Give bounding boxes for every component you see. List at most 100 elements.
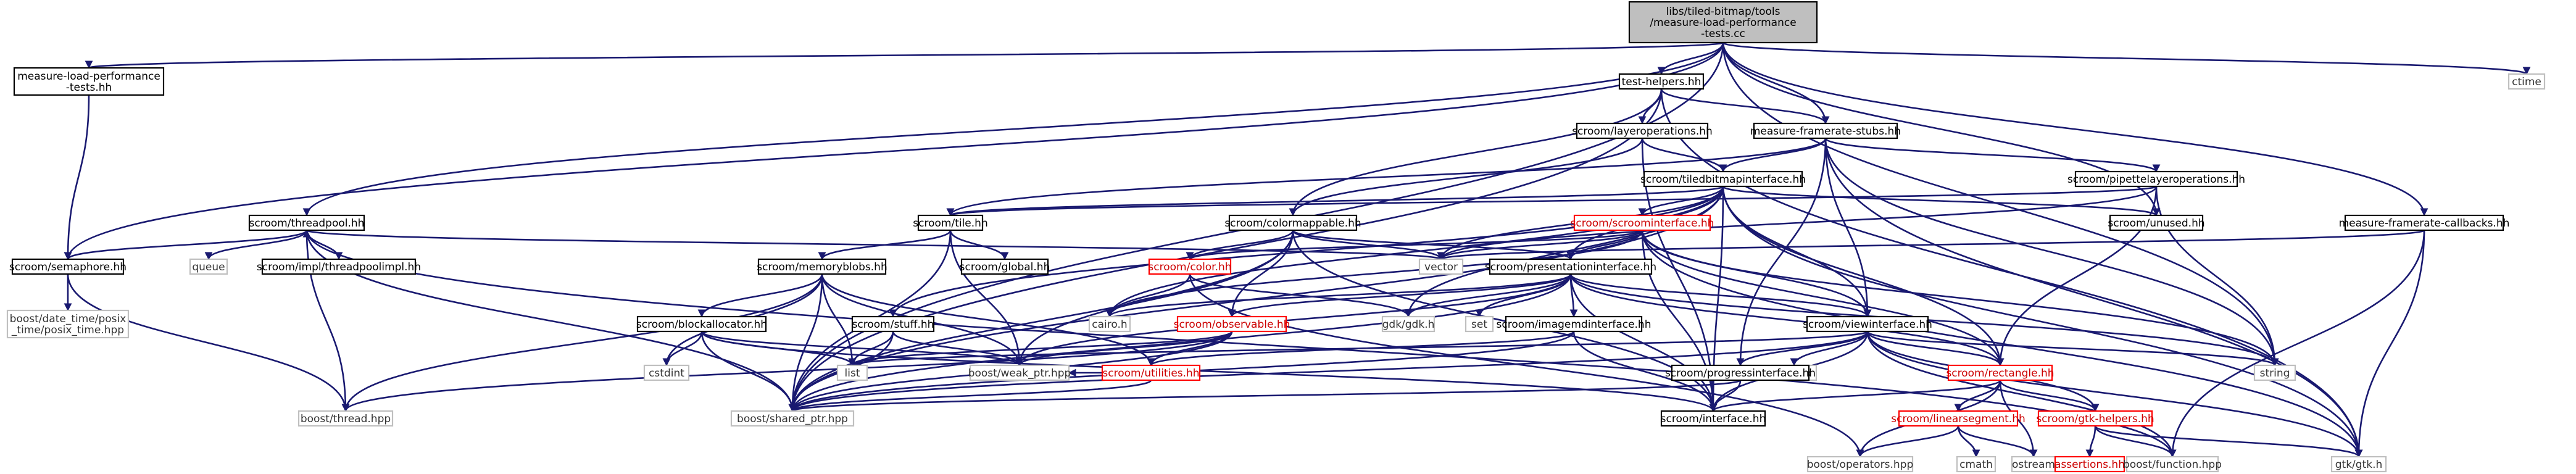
node-box-vector [1418, 258, 1464, 275]
node-tile[interactable]: scroom/tile.hh [913, 214, 988, 231]
node-cmath: cmath [1956, 455, 1996, 473]
node-memblobs[interactable]: scroom/memoryblobs.hh [757, 258, 887, 275]
node-label-linseg: scroom/linearsegment.hh [1891, 413, 2025, 425]
edges-layer [64, 41, 2530, 458]
node-rectangle[interactable]: scroom/rectangle.hh [1946, 364, 2055, 381]
node-presif[interactable]: scroom/presentationinterface.hh [1485, 258, 1656, 275]
edge-mfs-to-gtk [1824, 138, 2363, 458]
node-label-viewif: scroom/viewinterface.hh [1803, 318, 1932, 331]
node-box-unused [2109, 214, 2204, 231]
edge-colormappable-to-observable [1228, 230, 1294, 318]
edge-threadpool-to-vector [305, 229, 1445, 260]
node-weakptr: boost/weak_ptr.hpp [968, 364, 1071, 381]
node-label-list: list [845, 367, 860, 380]
node-stuff[interactable]: scroom/stuff.hh [851, 315, 935, 333]
edge-viewif-to-function [1866, 331, 2177, 458]
node-label-scroomif: scroom/scroominterface.hh [1571, 217, 1714, 230]
node-label-sharedptr: boost/shared_ptr.hpp [737, 413, 848, 425]
edge-viewif-to-string [1866, 330, 2279, 367]
node-progressif[interactable]: scroom/progressinterface.hh [1665, 364, 1816, 381]
node-cairo: cairo.h [1088, 315, 1131, 333]
edge-blockalloc-to-interface [700, 331, 1718, 412]
node-label-cairo: cairo.h [1092, 318, 1127, 331]
node-mfs[interactable]: measure-framerate-stubs.hh [1750, 122, 1901, 139]
node-operators: boost/operators.hpp [1807, 455, 1913, 473]
edge-tpimpl-to-threadpool [302, 229, 340, 260]
node-linseg[interactable]: scroom/linearsegment.hh [1891, 410, 2025, 427]
node-mfc[interactable]: measure-framerate-callbacks.hh [2339, 214, 2510, 231]
node-box-gtkhelpers [2037, 410, 2153, 427]
edge-memblobs-to-blockalloc [697, 273, 823, 318]
node-cstdint: cstdint [643, 364, 690, 381]
edge-viewif-to-list [849, 330, 1869, 367]
node-box-queue [189, 258, 228, 275]
edge-scroomif-to-string [1641, 230, 2279, 367]
node-threadpool[interactable]: scroom/threadpool.hh [248, 214, 365, 231]
edge-tbi-to-cairo [1105, 186, 1724, 318]
node-box-rectangle [1947, 364, 2053, 381]
node-label-mlpt: measure-load-performance-tests.hh [17, 70, 160, 94]
node-box-ctime [2507, 73, 2546, 90]
edge-colormappable-to-color [1186, 230, 1294, 260]
edge-progressif-to-sharedptr [789, 379, 1742, 412]
node-scroomif[interactable]: scroom/scroominterface.hh [1571, 214, 1714, 231]
edge-progressif-to-interface [1709, 380, 1742, 412]
node-box-viewif [1806, 315, 1929, 333]
node-box-imagemd [1505, 315, 1643, 333]
node-th[interactable]: test-helpers.hh [1618, 73, 1705, 90]
node-label-vector: vector [1424, 261, 1458, 273]
node-label-mfc: measure-framerate-callbacks.hh [2339, 217, 2510, 230]
node-box-set [1465, 315, 1494, 333]
node-pipette[interactable]: scroom/pipettelayeroperations.hh [2067, 170, 2245, 188]
edge-mfs-to-string [1824, 138, 2279, 367]
edge-mfs-to-tile [946, 138, 1827, 217]
edge-presif-to-rectangle [1569, 273, 2005, 367]
node-label-interface: scroom/interface.hh [1661, 413, 1766, 425]
node-global[interactable]: scroom/global.hh [960, 258, 1050, 275]
node-label-rectangle: scroom/rectangle.hh [1946, 367, 2054, 380]
node-mlpt[interactable]: measure-load-performance-tests.hh [13, 67, 165, 96]
node-layerops[interactable]: scroom/layeroperations.hh [1572, 122, 1713, 139]
node-tpimpl[interactable]: scroom/impl/threadpoolimpl.hh [257, 258, 421, 275]
node-gtkhelpers[interactable]: scroom/gtk-helpers.hh [2036, 410, 2154, 427]
node-label-layerops: scroom/layeroperations.hh [1572, 125, 1713, 138]
node-assertions[interactable]: assertions.hh [2054, 455, 2125, 473]
edge-viewif-to-gtk [1866, 331, 2363, 458]
node-box-th [1618, 73, 1705, 90]
node-viewif[interactable]: scroom/viewinterface.hh [1803, 315, 1932, 333]
node-label-string: string [2260, 367, 2290, 380]
node-root[interactable]: libs/tiled-bitmap/tools/measure-load-per… [1628, 1, 1818, 44]
edge-mfc-to-gtk [2354, 230, 2425, 458]
edge-colormappable-to-sharedptr [788, 230, 1294, 412]
node-function: boost/function.hpp [2123, 455, 2222, 473]
node-semaphore[interactable]: scroom/semaphore.hh [9, 258, 127, 275]
node-utilities[interactable]: scroom/utilities.hh [1101, 364, 1201, 381]
edge-threadpool-to-queue [204, 230, 308, 260]
node-colormappable[interactable]: scroom/colormappable.hh [1224, 214, 1361, 231]
edge-observable-to-list [848, 330, 1233, 367]
node-label-weakptr: boost/weak_ptr.hpp [968, 367, 1071, 380]
edge-root-to-ctime [1722, 41, 2530, 75]
edge-th-to-colormappable [1289, 88, 1663, 217]
edge-root-to-mfs [1722, 42, 1830, 125]
node-box-gdk [1381, 315, 1435, 333]
node-tbi[interactable]: scroom/tiledbitmapinterface.hh [1640, 170, 1806, 188]
node-imagemd[interactable]: scroom/imagemdinterface.hh [1497, 315, 1652, 333]
node-box-mlpt [13, 67, 165, 96]
node-color[interactable]: scroom/color.hh [1148, 258, 1232, 275]
node-label-utilities: scroom/utilities.hh [1102, 367, 1199, 380]
node-observable[interactable]: scroom/observable.hh [1174, 315, 1290, 333]
node-interface[interactable]: scroom/interface.hh [1661, 410, 1766, 427]
edge-blockalloc-to-sharedptr [700, 331, 797, 412]
edge-observable-to-thread [341, 331, 1233, 412]
node-blockalloc[interactable]: scroom/blockallocator.hh [636, 315, 767, 333]
edge-blockalloc-to-weakptr [700, 330, 1024, 367]
node-label-ostream: ostream [2012, 459, 2055, 471]
node-unused[interactable]: scroom/unused.hh [2108, 214, 2205, 231]
edge-scroomif-to-gtk [1641, 230, 2363, 458]
edge-mlpt-to-semaphore [64, 94, 90, 260]
edge-scroomif-to-color [1186, 229, 1643, 260]
edge-tbi-to-unused [1722, 185, 2161, 217]
node-label-tbi: scroom/tiledbitmapinterface.hh [1640, 173, 1806, 186]
node-label-assertions: assertions.hh [2055, 459, 2125, 471]
